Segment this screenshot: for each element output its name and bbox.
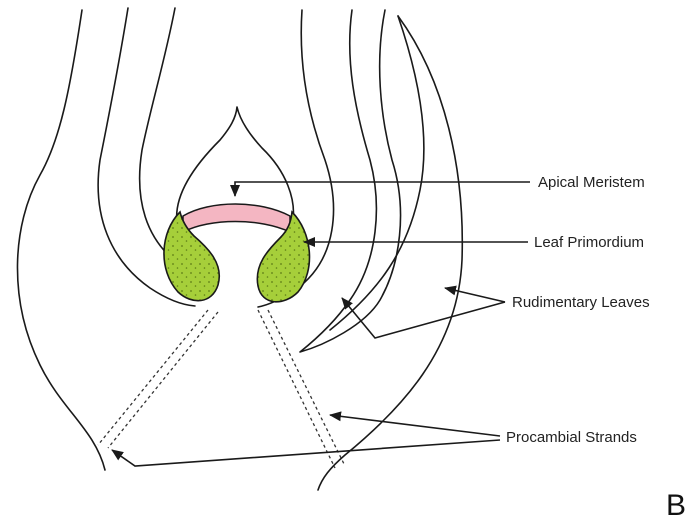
apical-meristem [183, 204, 290, 232]
label-apical-meristem: Apical Meristem [538, 174, 645, 191]
label-leaf-primordium: Leaf Primordium [534, 234, 644, 251]
procambial-strands-pointer [112, 415, 500, 466]
label-procambial-strands: Procambial Strands [506, 429, 637, 446]
apical-meristem-pointer [235, 182, 530, 196]
procambial-strand-left [98, 310, 218, 448]
panel-letter: B [666, 489, 686, 522]
procambial-strand-right [258, 310, 345, 468]
label-rudimentary-leaves: Rudimentary Leaves [512, 294, 650, 311]
